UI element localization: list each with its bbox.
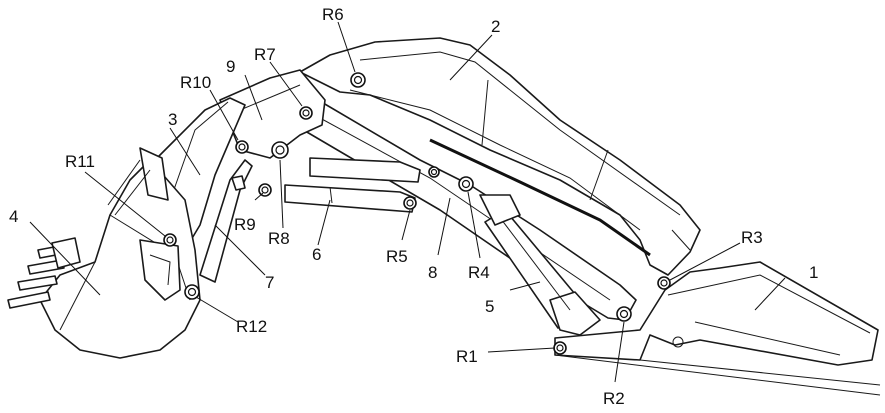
label-r8: R8 [268, 229, 290, 248]
label-part-9: 9 [226, 57, 235, 76]
label-r4: R4 [468, 263, 490, 282]
pin-r11 [164, 234, 176, 246]
label-r5: R5 [386, 247, 408, 266]
label-r9: R9 [234, 215, 256, 234]
pin-r2 [617, 307, 631, 321]
label-r10: R10 [180, 73, 211, 92]
pin-r9 [259, 184, 271, 196]
label-part-8: 8 [428, 263, 437, 282]
pin-extra [429, 167, 439, 177]
label-r11: R11 [65, 152, 95, 171]
label-part-5: 5 [485, 297, 494, 316]
label-r1: R1 [456, 347, 478, 366]
label-r12: R12 [236, 317, 267, 336]
label-part-6: 6 [312, 245, 321, 264]
label-part-2: 2 [491, 17, 500, 36]
pin-r4 [459, 177, 473, 191]
label-part-4: 4 [9, 207, 18, 226]
pin-r5 [404, 197, 416, 209]
label-r7: R7 [254, 45, 276, 64]
label-part-3: 3 [168, 110, 177, 129]
label-r2: R2 [603, 389, 625, 408]
label-part-1: 1 [809, 263, 818, 282]
pin-r3 [658, 277, 670, 289]
pin-r7 [300, 107, 312, 119]
label-part-7: 7 [265, 273, 274, 292]
pin-r10 [236, 141, 248, 153]
pin-r1 [554, 342, 566, 354]
pin-r8 [272, 142, 288, 158]
label-r6: R6 [322, 5, 344, 24]
label-r3: R3 [741, 228, 763, 247]
pin-r6 [351, 73, 365, 87]
pin-r12 [185, 285, 199, 299]
